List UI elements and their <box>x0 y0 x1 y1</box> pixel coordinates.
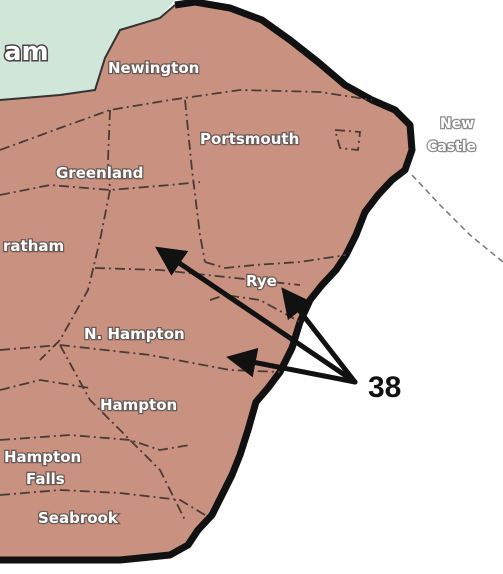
new-castle-line <box>411 174 503 263</box>
arrow-to-north-hampton <box>226 347 358 385</box>
coastline <box>0 0 416 564</box>
partial-label-top-left: am <box>4 37 49 67</box>
town-label-newington: Newington <box>108 59 199 77</box>
town-label-seabrook: Seabrook <box>38 509 119 527</box>
town-label-hampton-falls-line2: Falls <box>26 470 65 488</box>
town-label-hampton-falls-line1: Hampton <box>4 448 81 466</box>
arrow-to-rye <box>281 287 358 385</box>
arrow-to-greenland-area <box>155 246 358 385</box>
callout-arrows <box>155 246 358 385</box>
town-label-stratham: ratham <box>3 237 64 255</box>
town-label-portsmouth: Portsmouth <box>200 130 299 148</box>
town-label-new-castle-line1: New <box>440 116 474 132</box>
neighbor-region <box>0 0 175 100</box>
river-edge <box>0 4 176 101</box>
callout-label: 38 <box>368 371 401 404</box>
town-label-rye: Rye <box>246 272 277 290</box>
town-label-north-hampton: N. Hampton <box>84 325 185 343</box>
town-label-new-castle-line2: Castle <box>427 139 476 155</box>
town-label-hampton: Hampton <box>100 396 177 414</box>
town-label-greenland: Greenland <box>56 164 143 182</box>
